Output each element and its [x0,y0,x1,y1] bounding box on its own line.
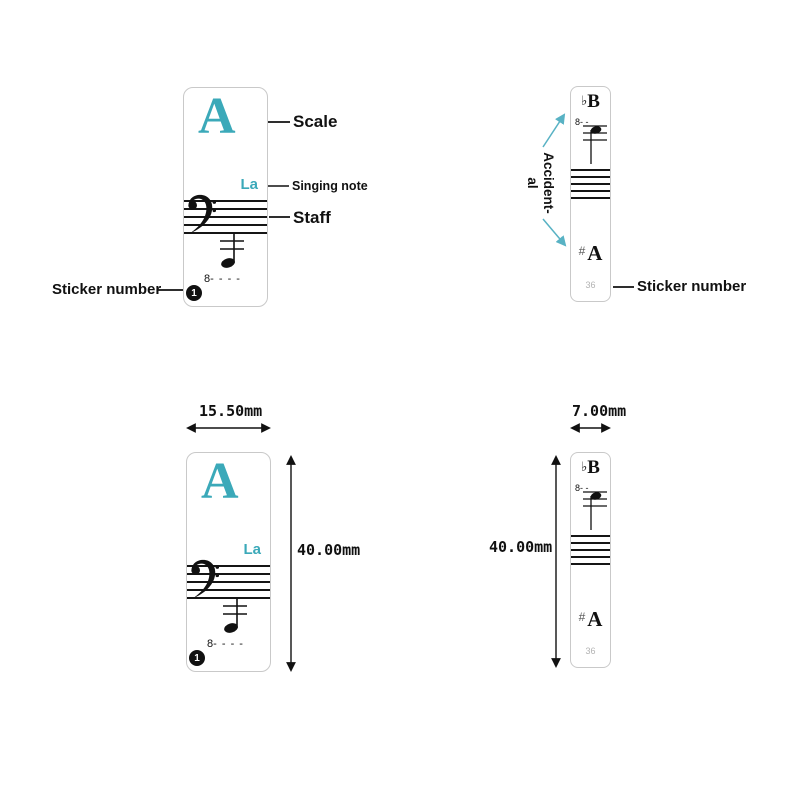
dimension-large-width: 15.50mm [199,402,263,420]
sticker-serial-number: 36 [585,280,596,290]
solfege-note: La [240,176,258,193]
sticker-serial-number: 36 [585,646,596,656]
scale-letter: A [198,88,236,145]
sticker-number-label-left: Sticker number [52,281,162,298]
quarter-note-icon [220,233,244,268]
dimension-large-height: 40.00mm [297,541,361,559]
octave-marker: 8- - [575,117,589,127]
accidental-arrow-up [542,113,566,148]
sticker-number-badge: 1 [186,285,202,301]
narrow-sticker-annotated: ♭ B 8- - # A 36 [570,86,611,302]
scale-letter: A [201,453,239,510]
bottom-note-name: # A [571,609,610,630]
sticker-number-label-right: Sticker number [637,278,747,295]
octave-marker: 8- - [575,483,589,493]
sticker-number-badge: 1 [189,650,205,666]
accidental-arrow-down [542,218,567,247]
flat-icon: ♭ [581,459,588,474]
top-note-name: ♭ B [571,458,610,477]
bass-clef-icon [191,559,219,599]
top-note-letter: B [587,457,600,478]
scale-label: Scale [293,112,338,131]
sharp-icon: # [578,244,586,258]
top-note-letter: B [587,91,600,112]
quarter-note-icon [223,598,247,633]
solfege-note: La [243,541,261,558]
bottom-note-name: # A [571,243,610,264]
narrow-sticker-dimensioned: ♭ B 8- - # A 36 [570,452,611,668]
accidental-label: Accident- al [525,152,556,214]
singing-note-label: Singing note [292,179,368,193]
bottom-note-letter: A [587,241,603,265]
bottom-note-letter: A [587,607,603,631]
dimension-narrow-width: 7.00mm [572,402,627,420]
large-sticker-dimensioned: A La 8- - - - 1 [186,452,271,672]
quarter-note-icon [583,491,607,530]
bass-clef-icon [188,194,216,234]
octave-marker: 8- - - - [207,638,244,650]
sharp-icon: # [578,610,586,624]
large-sticker-annotated: A La 8- - - - 1 [183,87,268,307]
quarter-note-icon [583,125,607,164]
flat-icon: ♭ [581,93,588,108]
octave-marker: 8- - - - [204,273,241,285]
top-note-name: ♭ B [571,92,610,111]
staff-label: Staff [293,208,331,227]
dimension-narrow-height: 40.00mm [489,538,553,556]
